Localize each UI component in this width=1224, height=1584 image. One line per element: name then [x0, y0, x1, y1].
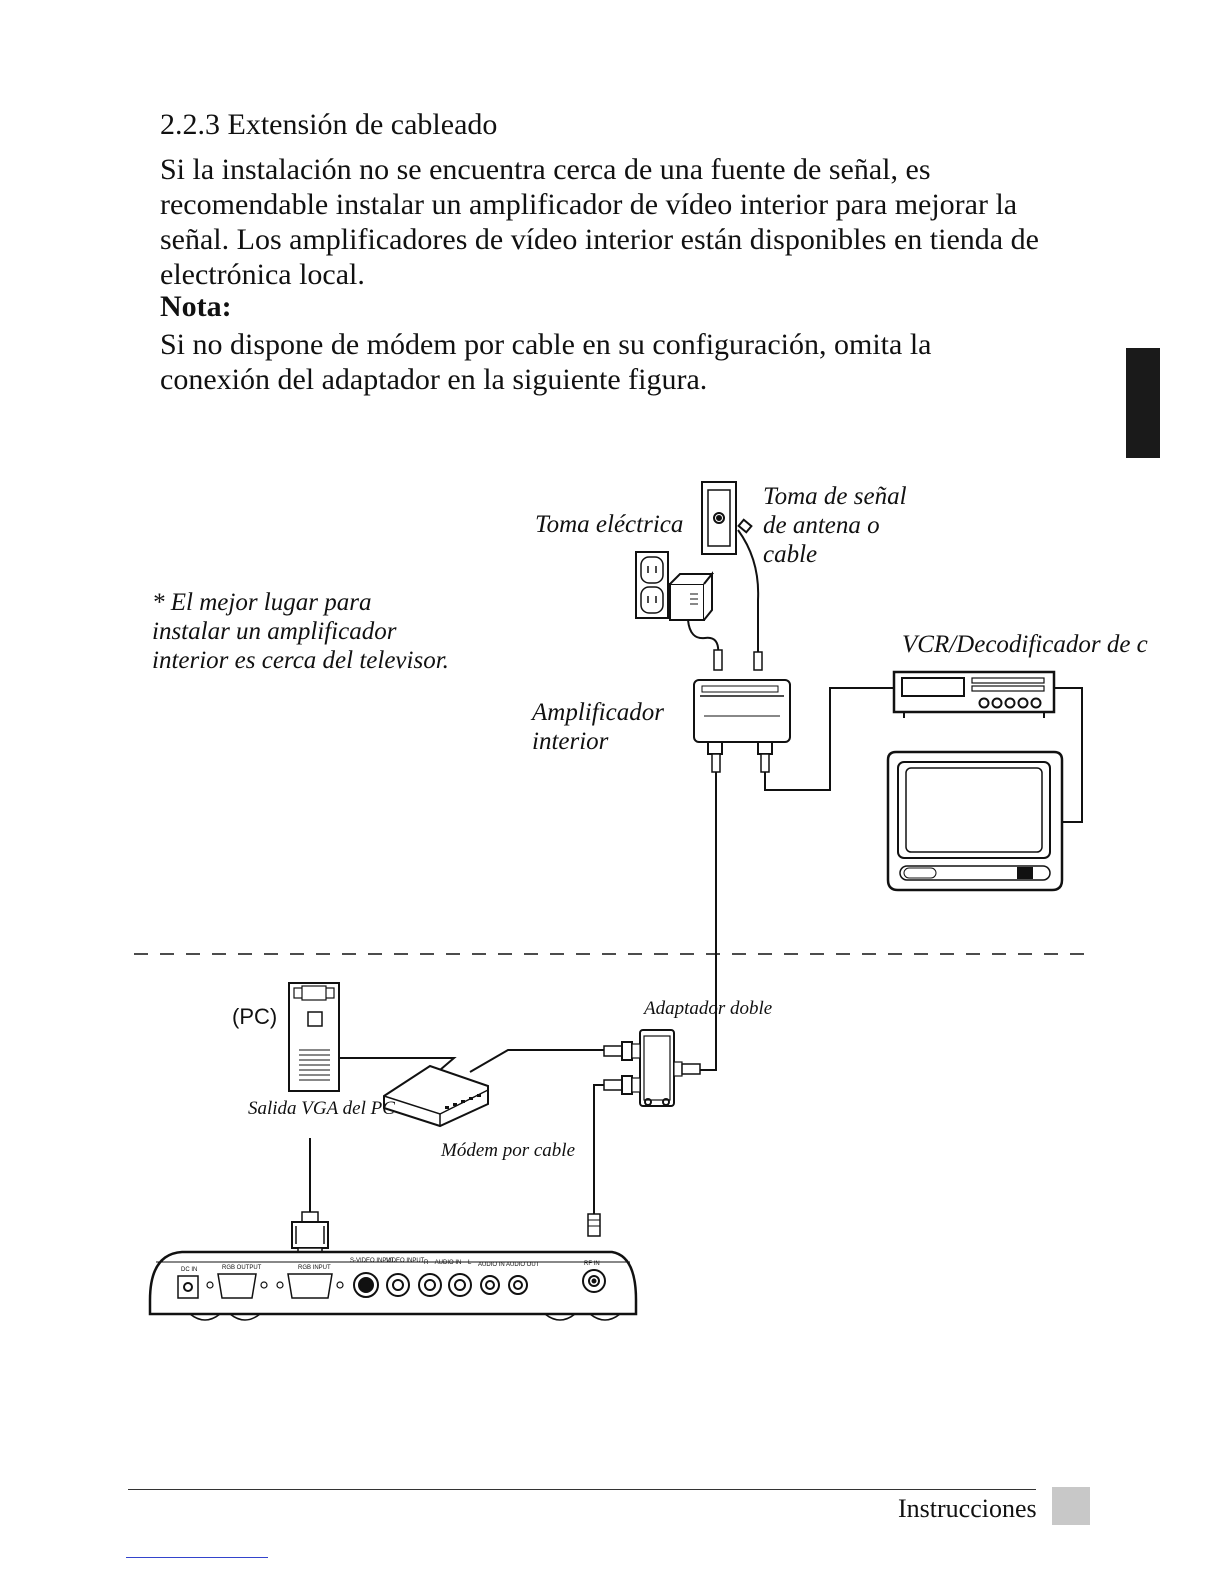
- splitter-icon: [603, 1029, 701, 1107]
- amplifier-to-vcr-cable: [764, 687, 894, 791]
- label-antenna-outlet: Toma de señal de antena o cable: [763, 483, 907, 568]
- port-label: AUDIO OUT: [506, 1262, 540, 1268]
- pc-tower-icon: [288, 982, 340, 1092]
- power-cable: [687, 619, 720, 656]
- note-line: conexión del adaptador en la siguiente f…: [160, 363, 708, 396]
- chapter-tab-marker: [1126, 348, 1160, 458]
- port-label: S-VIDEO INPUT: [350, 1258, 395, 1264]
- vga-connector-icon: [291, 1211, 329, 1255]
- label-amplifier: Amplificador interior: [532, 699, 664, 755]
- antenna-wall-outlet-icon: [701, 481, 737, 555]
- power-outlet-icon: [635, 551, 669, 619]
- port-label: AUDIO IN: [478, 1262, 505, 1268]
- vcr-to-tv-cable: [1054, 687, 1083, 823]
- paragraph-line: señal. Los amplificadores de vídeo inter…: [160, 223, 1039, 256]
- splitter-to-rf-cable: [593, 1084, 604, 1214]
- converter-device-icon: [148, 1250, 638, 1321]
- cable-modem-icon: [383, 1064, 489, 1128]
- footer-rule: [128, 1489, 1036, 1490]
- indoor-amplifier-icon: [693, 679, 791, 755]
- pc-to-modem-cable: [339, 1057, 457, 1071]
- device-port-labels: DC IN RGB OUTPUT RGB INPUT S-VIDEO INPUT…: [181, 1258, 600, 1273]
- paragraph-line: electrónica local.: [160, 258, 365, 291]
- television-icon: [886, 750, 1064, 892]
- label-splitter: Adaptador doble: [644, 998, 773, 1019]
- port-label: VIDEO INPUT: [386, 1258, 425, 1264]
- power-adapter-icon: [669, 571, 715, 621]
- label-placement-tip: * El mejor lugar para instalar un amplif…: [152, 589, 449, 674]
- modem-to-splitter-cable: [469, 1049, 604, 1073]
- port-label: RGB OUTPUT: [222, 1265, 262, 1271]
- label-cable-modem: Módem por cable: [441, 1140, 576, 1161]
- port-label: RF IN: [584, 1261, 600, 1267]
- note-title: Nota:: [160, 290, 232, 323]
- label-pc: (PC): [232, 1004, 278, 1029]
- port-label: R – AUDIO IN – L: [424, 1260, 472, 1266]
- label-vcr: VCR/Decodificador de c: [902, 631, 1148, 658]
- port-label: RGB INPUT: [298, 1265, 331, 1271]
- label-vga-output: Salida VGA del PC: [248, 1098, 395, 1119]
- label-power-outlet: Toma eléctrica: [535, 511, 684, 538]
- note-line: Si no dispone de módem por cable en su c…: [160, 328, 932, 361]
- vcr-icon: [892, 670, 1056, 718]
- antenna-cable: [737, 529, 760, 655]
- section-heading: 2.2.3 Extensión de cableado: [160, 108, 498, 141]
- bottom-link-underline: [126, 1557, 268, 1558]
- port-label: DC IN: [181, 1267, 197, 1273]
- paragraph-line: Si la instalación no se encuentra cerca …: [160, 153, 931, 186]
- amplifier-to-splitter-cable: [700, 772, 717, 1071]
- footer-text: Instrucciones: [898, 1494, 1037, 1523]
- footer-page-box: [1052, 1487, 1090, 1525]
- paragraph-line: recomendable instalar un amplificador de…: [160, 188, 1018, 221]
